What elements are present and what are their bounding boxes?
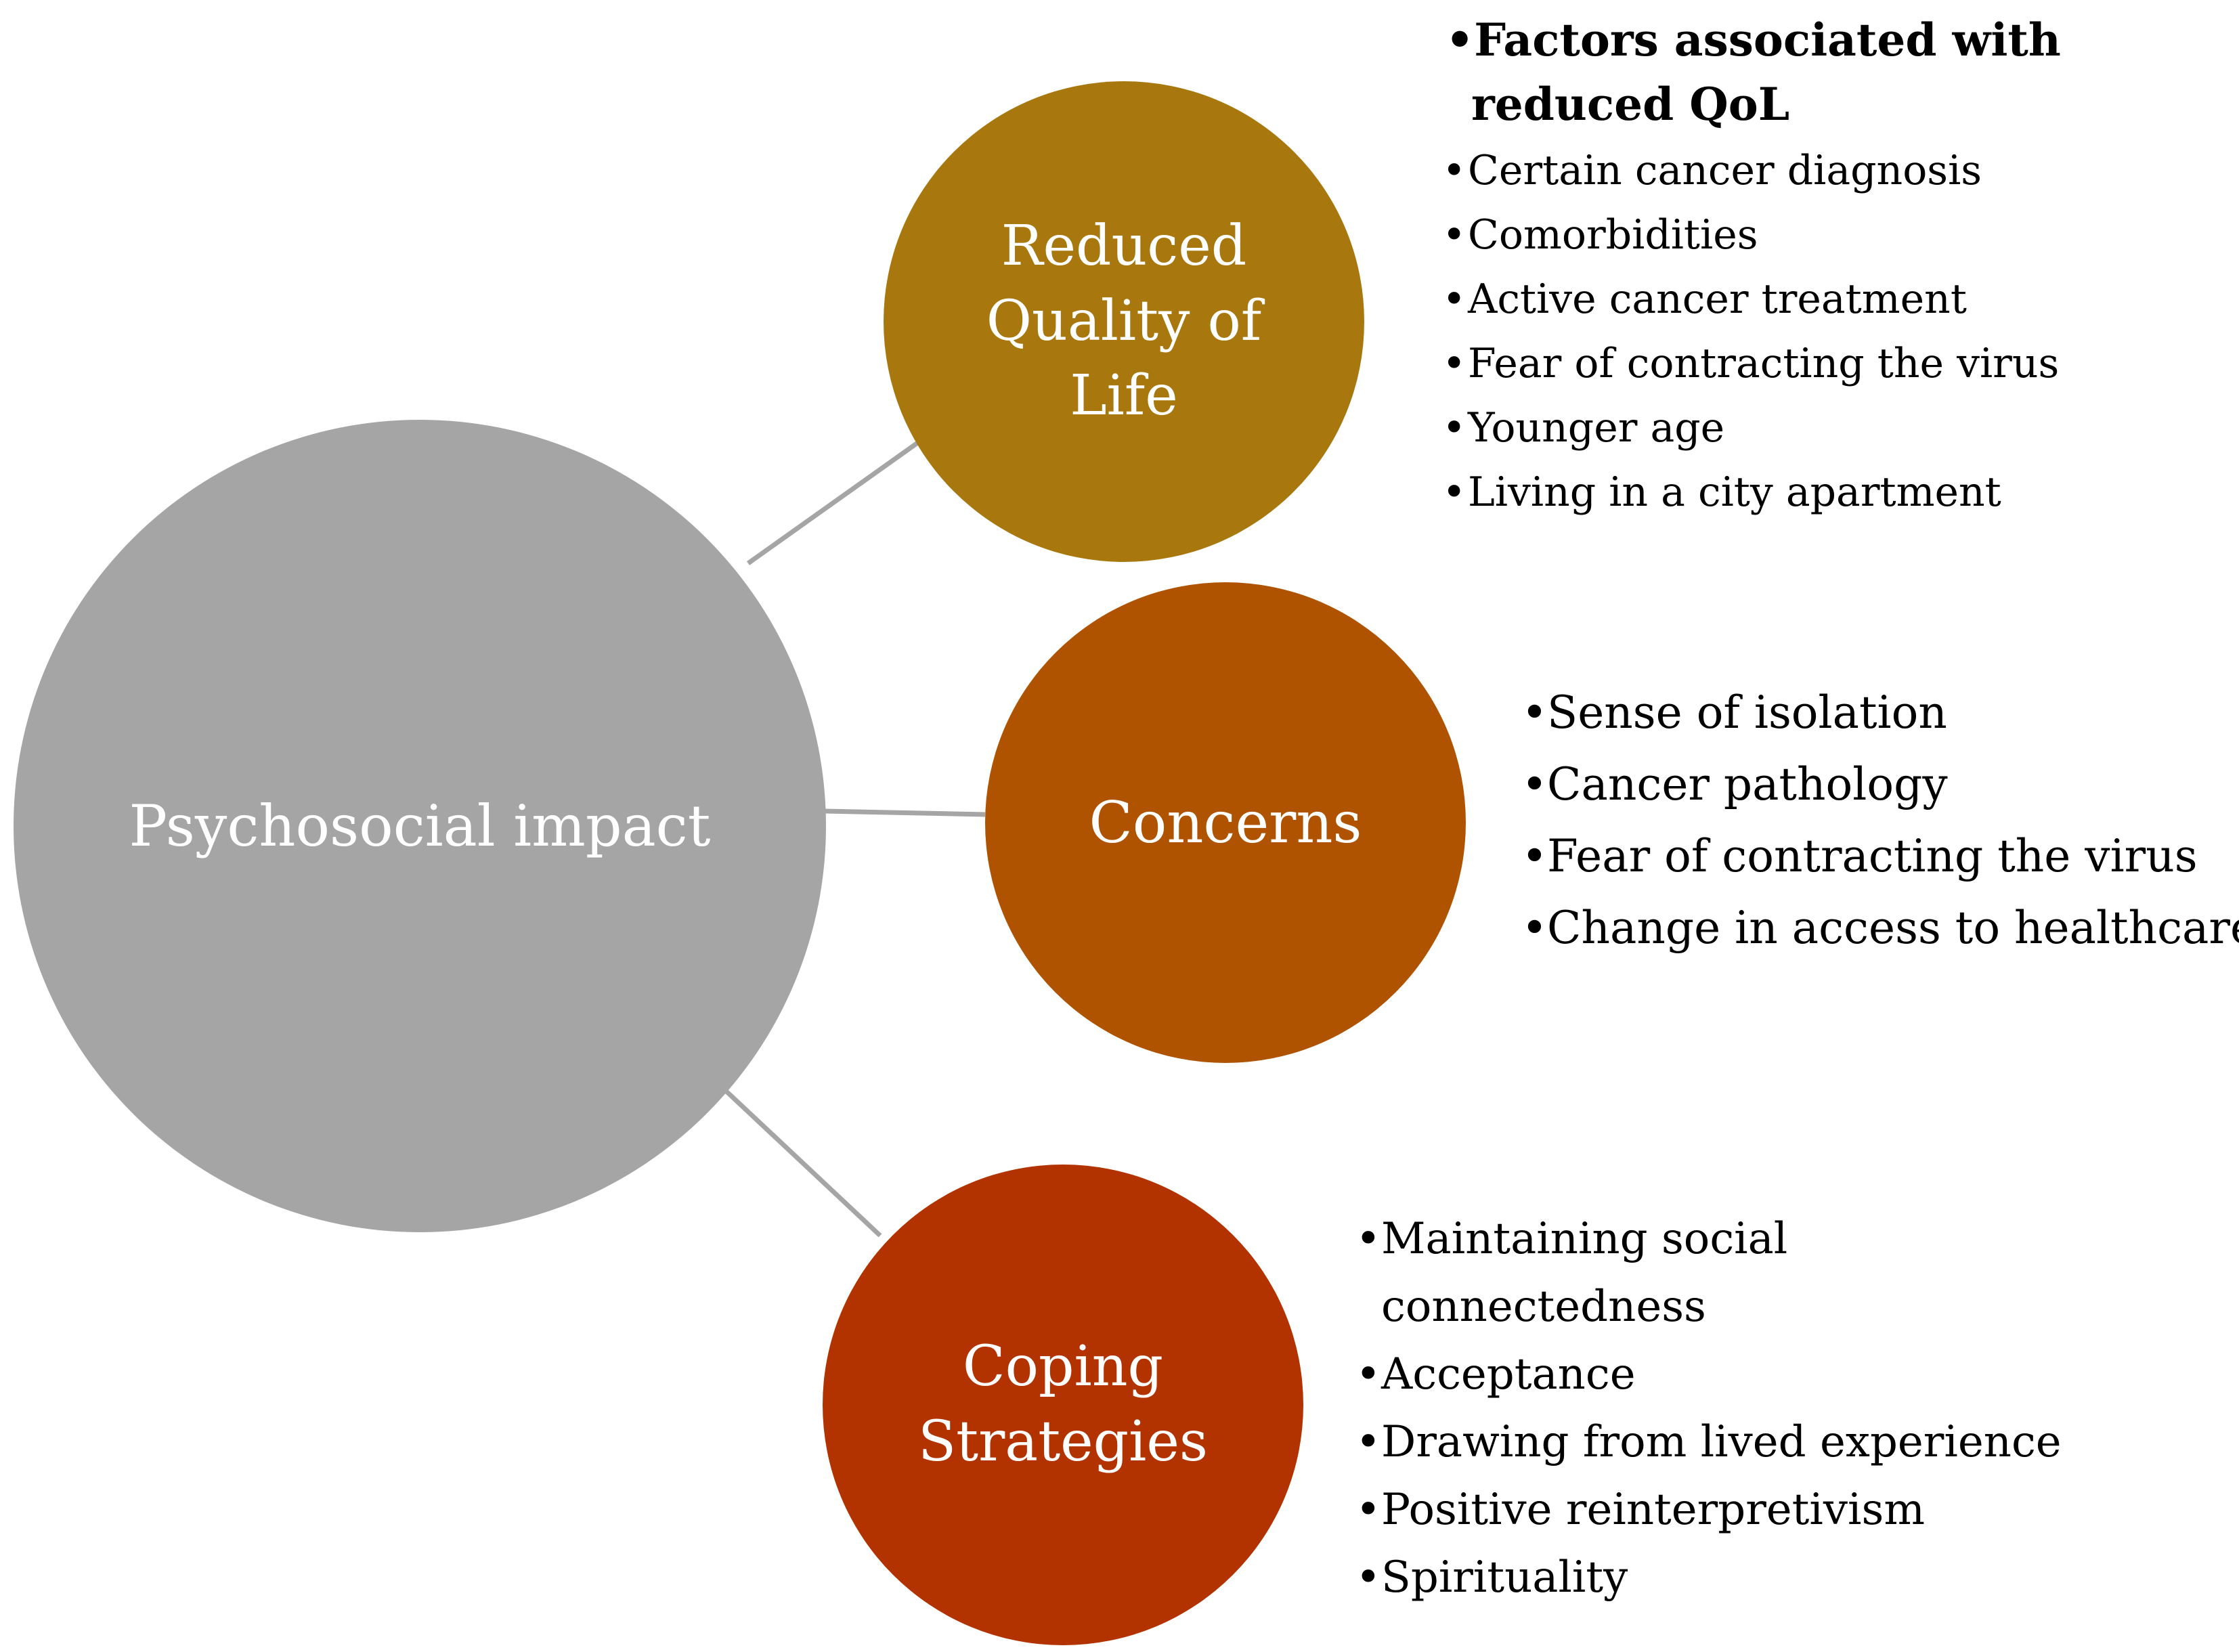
list-item: Younger age xyxy=(1442,396,2059,460)
qol-list-heading: Factors associated with reduced QoL xyxy=(1445,8,2216,137)
center-node-label: Psychosocial impact xyxy=(129,792,711,859)
list-item: Sense of isolation xyxy=(1521,677,2239,749)
qol-factors-list: Certain cancer diagnosis Comorbidities A… xyxy=(1442,139,2059,525)
node-reduced-quality-of-life: Reduced Quality of Life xyxy=(884,81,1364,562)
list-item: Spirituality xyxy=(1355,1544,2062,1611)
list-item: Acceptance xyxy=(1355,1341,2062,1408)
center-node-psychosocial-impact: Psychosocial impact xyxy=(14,420,826,1232)
connector-center-to-concerns xyxy=(824,808,986,817)
list-item: Fear of contracting the virus xyxy=(1521,821,2239,892)
connector-center-to-coping xyxy=(714,1080,882,1238)
list-item: Cancer pathology xyxy=(1521,749,2239,821)
list-item: Certain cancer diagnosis xyxy=(1442,139,2059,203)
qol-heading-text: Factors associated with reduced QoL xyxy=(1471,14,2061,131)
node-coping-strategies: Coping Strategies xyxy=(823,1165,1303,1645)
list-item: Maintaining social connectedness xyxy=(1355,1205,1855,1341)
node-coping-label: Coping Strategies xyxy=(917,1334,1209,1474)
list-item: Drawing from lived experience xyxy=(1355,1408,2062,1476)
node-qol-label: Reduced Quality of Life xyxy=(986,213,1262,429)
connector-center-to-qol xyxy=(746,431,933,565)
concerns-list: Sense of isolation Cancer pathology Fear… xyxy=(1521,677,2239,964)
list-item: Living in a city apartment xyxy=(1442,460,2059,525)
list-item: Change in access to healthcare xyxy=(1521,892,2239,964)
list-item: Active cancer treatment xyxy=(1442,267,2059,332)
node-concerns-label: Concerns xyxy=(1089,789,1362,856)
coping-strategies-list: Maintaining social connectedness Accepta… xyxy=(1355,1205,2062,1611)
node-concerns: Concerns xyxy=(985,582,1466,1063)
list-item: Fear of contracting the virus xyxy=(1442,332,2059,396)
list-item: Positive reinterpretivism xyxy=(1355,1476,2062,1544)
list-item: Comorbidities xyxy=(1442,203,2059,267)
